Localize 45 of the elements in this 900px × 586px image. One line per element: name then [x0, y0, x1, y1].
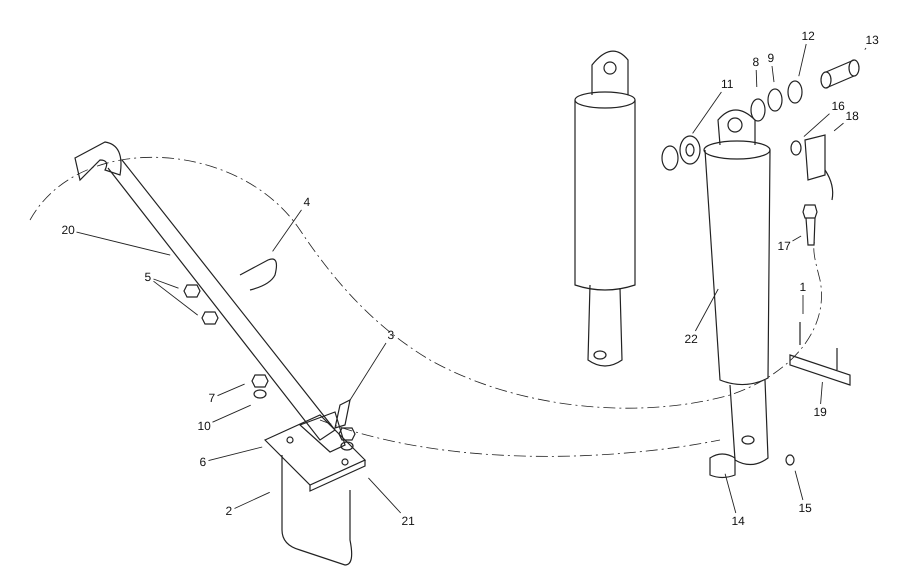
- leader-line: [798, 44, 807, 77]
- leader-line: [792, 236, 802, 242]
- callout-number: 17: [776, 239, 792, 253]
- callout-number: 21: [400, 514, 416, 528]
- leader-line: [692, 92, 722, 134]
- leader-line: [820, 382, 823, 404]
- callout-number: 12: [800, 29, 816, 43]
- callout-number: 13: [864, 33, 880, 47]
- leader-line: [802, 294, 804, 314]
- leader-line: [724, 473, 736, 514]
- leader-line: [272, 209, 302, 252]
- leader-line: [772, 66, 774, 83]
- callout-number: 4: [302, 195, 312, 209]
- leader-line: [803, 113, 830, 138]
- leader-line: [368, 477, 402, 514]
- leader-line: [153, 278, 179, 289]
- callout-number: 11: [720, 77, 734, 91]
- callout-number: 19: [812, 405, 828, 419]
- leader-line: [694, 288, 719, 332]
- callout-number: 20: [60, 223, 76, 237]
- callout-number: 5: [144, 270, 152, 284]
- callout-number: 18: [844, 109, 860, 123]
- callout-number: 16: [830, 99, 846, 113]
- callout-number: 15: [798, 501, 813, 515]
- callout-number: 14: [730, 514, 746, 528]
- leader-line: [864, 48, 866, 50]
- leader-line: [217, 384, 246, 396]
- leader-line: [153, 280, 198, 316]
- leader-line: [208, 446, 263, 462]
- callout-number: 3: [386, 328, 396, 342]
- callout-number: 6: [198, 455, 208, 469]
- leader-line: [756, 70, 758, 88]
- leader-line: [834, 122, 844, 132]
- callout-number: 7: [208, 391, 216, 405]
- callout-number: 10: [196, 419, 212, 433]
- leader-line: [76, 232, 171, 256]
- leader-line: [794, 470, 804, 500]
- leader-line: [348, 342, 386, 402]
- leader-line: [234, 492, 270, 509]
- callout-number: 8: [752, 55, 760, 69]
- callout-number: 9: [766, 51, 776, 65]
- callout-number: 22: [684, 332, 699, 346]
- callout-number: 2: [224, 504, 234, 518]
- leader-line: [212, 404, 252, 423]
- callout-number: 1: [798, 280, 808, 294]
